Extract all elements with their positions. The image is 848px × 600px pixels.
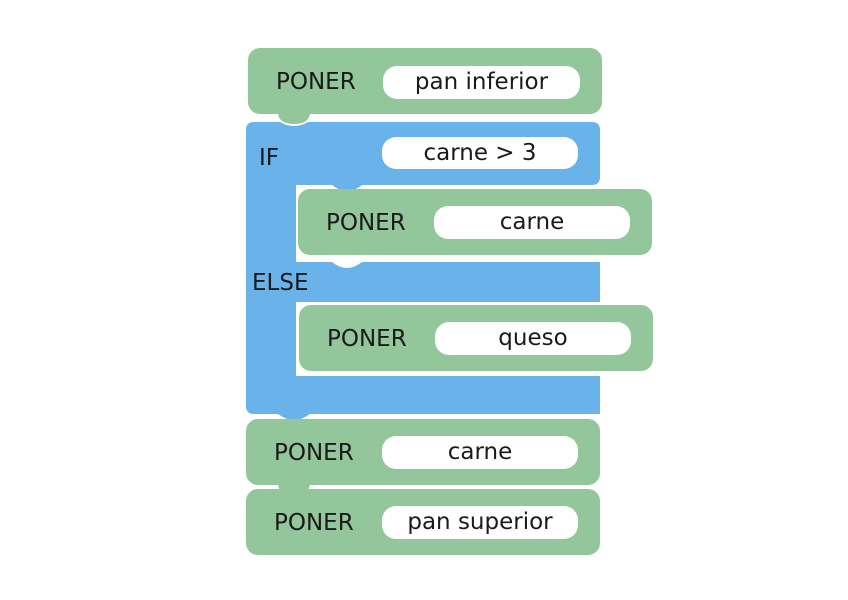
value-slot[interactable]: pan superior <box>382 506 578 539</box>
value-slot[interactable]: carne <box>382 436 578 469</box>
value-slot[interactable]: pan inferior <box>383 66 580 99</box>
poner-keyword: PONER <box>327 326 407 352</box>
poner-keyword: PONER <box>274 510 354 536</box>
value-slot[interactable]: carne <box>434 206 630 239</box>
condition-slot[interactable]: carne > 3 <box>382 137 578 169</box>
poner-keyword: PONER <box>276 69 356 95</box>
poner-block-pan-superior[interactable]: PONER pan superior <box>246 489 600 555</box>
poner-keyword: PONER <box>274 440 354 466</box>
poner-keyword: PONER <box>326 210 406 236</box>
else-keyword: ELSE <box>252 270 309 296</box>
poner-block-then-carne[interactable]: PONER carne <box>298 189 652 255</box>
poner-block-else-queso[interactable]: PONER queso <box>299 305 653 371</box>
poner-block-pan-inferior[interactable]: PONER pan inferior <box>248 48 602 114</box>
if-keyword: IF <box>259 145 280 171</box>
value-slot[interactable]: queso <box>435 322 631 355</box>
poner-block-carne[interactable]: PONER carne <box>246 419 600 485</box>
if-else-block-shape <box>246 122 600 420</box>
